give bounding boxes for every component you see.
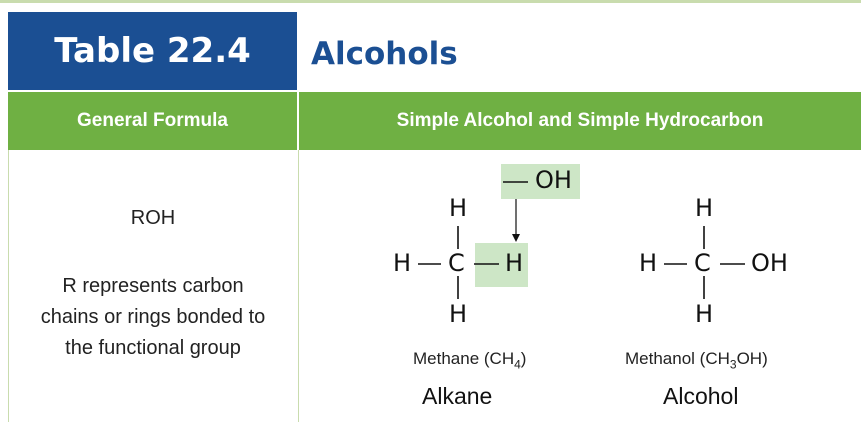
header-divider	[297, 92, 299, 150]
h-replacement-highlight	[475, 243, 528, 287]
table-header-row: General Formula Simple Alcohol and Simpl…	[8, 92, 861, 150]
methane-name: Methane (CH4)	[413, 349, 527, 372]
methanol-h-top: H	[695, 194, 714, 222]
substitution-arrow-head	[512, 234, 520, 242]
header-simple-alcohol: Simple Alcohol and Simple Hydrocarbon	[396, 110, 764, 131]
formula-roh: ROH	[130, 207, 176, 229]
formula-description-line-3: the functional group	[65, 337, 241, 359]
table-title: Alcohols	[311, 36, 458, 72]
methanol-c: C	[694, 249, 711, 277]
column-divider	[298, 150, 299, 422]
methane-oh-substituent-label: OH	[535, 166, 572, 194]
methanol-h-left: H	[639, 249, 658, 277]
methanol-name: Methanol (CH3OH)	[625, 349, 768, 372]
methane-h-left: H	[393, 249, 412, 277]
left-border	[8, 150, 9, 422]
top-rule	[0, 0, 861, 3]
methane-class: Alkane	[422, 383, 493, 409]
methanol-class: Alcohol	[663, 383, 739, 409]
methane-c: C	[448, 249, 465, 277]
header-general-formula: General Formula	[77, 110, 228, 131]
methane-h-bottom: H	[449, 300, 468, 328]
formula-description-line-1: R represents carbon	[62, 275, 244, 297]
methane-h-right: H	[505, 249, 524, 277]
table-number-label: Table 22.4	[8, 12, 297, 90]
methanol-oh: OH	[751, 249, 788, 277]
formula-description-line-2: chains or rings bonded to	[40, 306, 266, 328]
methanol-h-bottom: H	[695, 300, 714, 328]
methane-h-top: H	[449, 194, 468, 222]
